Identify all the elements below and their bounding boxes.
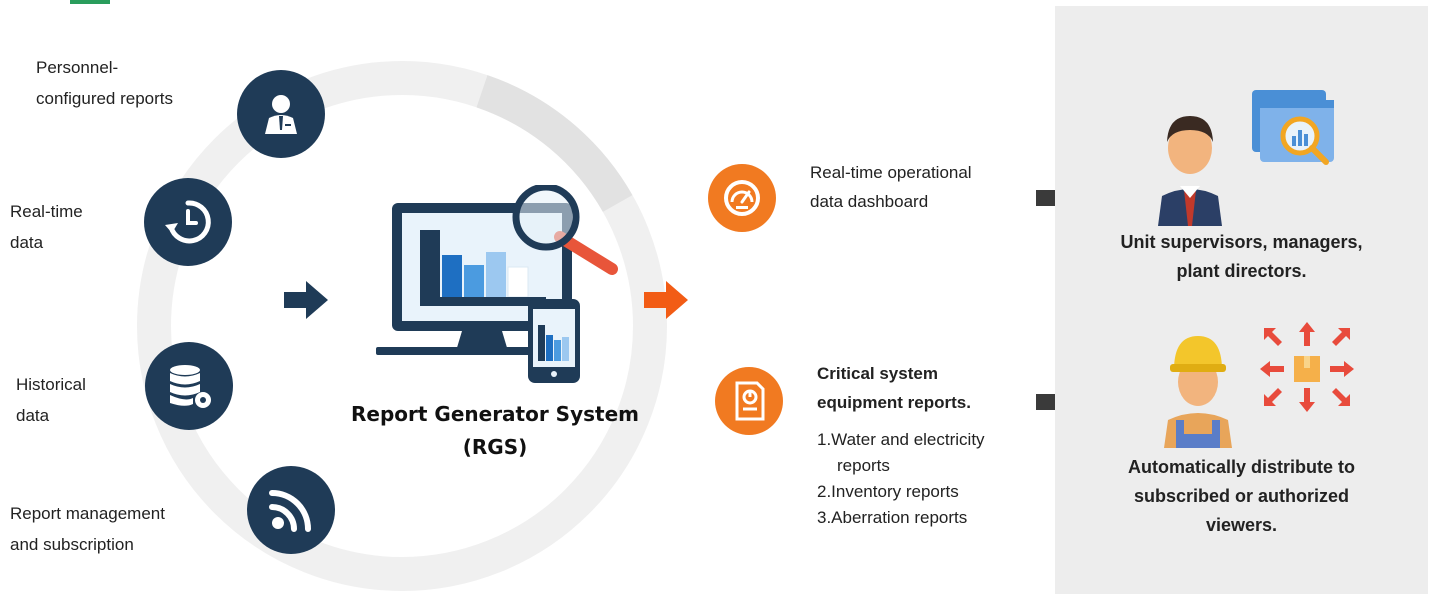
input-label-management: Report management and subscription: [10, 498, 165, 560]
audience-label-distribution: Automatically distribute to subscribed o…: [1070, 453, 1413, 540]
rgs-title-line: (RGS): [462, 435, 528, 459]
audience-label-line: viewers.: [1205, 515, 1278, 535]
input-label-line: Historical: [16, 375, 86, 394]
audience-label-line: plant directors.: [1176, 261, 1307, 281]
output-critical-title: Critical system equipment reports.: [817, 359, 985, 417]
input-label-line: Personnel-: [36, 58, 119, 77]
audience-label-line: subscribed or authorized: [1133, 486, 1350, 506]
rss-feed-icon: [247, 466, 335, 554]
list-item: 2.Inventory reports: [817, 482, 959, 501]
list-item: 3.Aberration reports: [817, 508, 968, 527]
audience-label-line: Automatically distribute to: [1127, 457, 1356, 477]
output-label-line: data dashboard: [810, 192, 929, 211]
output-critical-title-line: equipment reports.: [817, 393, 971, 412]
input-label-historical: Historical data: [16, 369, 86, 431]
rgs-title: Report Generator System (RGS): [330, 398, 660, 464]
input-label-line: data: [16, 406, 50, 425]
output-label-line: Real-time operational: [810, 163, 972, 182]
output-critical-reports: Critical system equipment reports. 1.Wat…: [817, 359, 985, 531]
report-document-icon: [715, 367, 783, 435]
audience-panel: [1055, 6, 1428, 594]
input-label-realtime: Real-time data: [10, 196, 83, 258]
monitor-chart-magnifier-icon: [376, 185, 618, 383]
worker-with-distribution-icon: [1164, 322, 1354, 448]
input-label-line: configured reports: [36, 89, 174, 108]
businessman-with-analytics-icon: [1158, 90, 1334, 226]
input-label-line: and subscription: [10, 535, 134, 554]
input-label-personnel: Personnel- configured reports: [36, 52, 173, 114]
arrow-right-icon: [284, 281, 328, 319]
manager-person-icon: [237, 70, 325, 158]
input-label-line: Report management: [10, 504, 165, 523]
rgs-title-line: Report Generator System: [351, 402, 639, 426]
input-label-line: data: [10, 233, 44, 252]
database-gear-icon: [145, 342, 233, 430]
arrow-right-orange-icon: [644, 281, 688, 319]
list-item: 1.Water and electricity: [817, 430, 985, 449]
output-label-dashboard: Real-time operational data dashboard: [810, 158, 972, 216]
audience-label-line: Unit supervisors, managers,: [1120, 232, 1363, 252]
speedometer-icon: [708, 164, 776, 232]
input-label-line: Real-time: [10, 202, 83, 221]
clock-refresh-icon: [144, 178, 232, 266]
output-critical-title-line: Critical system: [817, 364, 938, 383]
audience-label-managers: Unit supervisors, managers, plant direct…: [1070, 228, 1413, 286]
output-critical-list: 1.Water and electricity reports 2.Invent…: [817, 427, 985, 531]
list-item: reports: [837, 456, 890, 475]
